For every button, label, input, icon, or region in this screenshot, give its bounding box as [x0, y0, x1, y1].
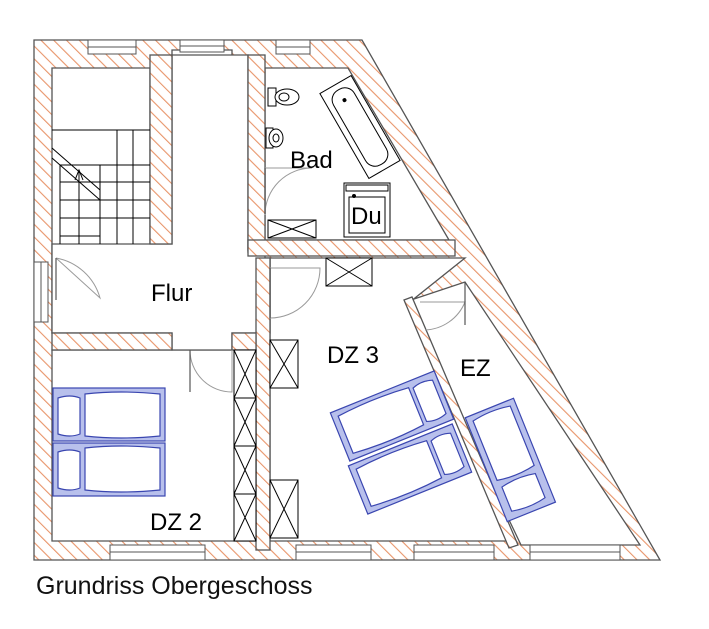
bed-ez — [464, 397, 557, 523]
door-leaves — [55, 168, 466, 392]
sink-icon — [265, 127, 284, 149]
plan-caption: Grundriss Obergeschoss — [36, 572, 313, 600]
staircase — [51, 129, 150, 244]
wardrobe-dz2 — [233, 349, 257, 542]
wardrobes — [233, 257, 373, 542]
cabinet-icon — [267, 219, 317, 239]
wall-dz2-top-right — [231, 332, 257, 351]
room-label-ez: EZ — [460, 355, 491, 382]
room-label-bad: Bad — [290, 147, 333, 174]
wall-dz3-ez-divider — [403, 296, 519, 549]
bed-dz2-upper — [52, 387, 166, 442]
room-label-dz3: DZ 3 — [327, 342, 379, 369]
wardrobe-dz3-top — [325, 257, 373, 287]
wall-core-left — [149, 54, 173, 245]
bathtub-icon — [319, 74, 401, 180]
wall-bath-bottom — [247, 239, 456, 257]
bed-dz2-lower — [52, 442, 166, 497]
wall-dz2-top — [51, 332, 173, 351]
bed-dz3-upper — [329, 370, 455, 462]
room-label-flur: Flur — [151, 280, 192, 307]
wall-dz3-left — [255, 257, 271, 551]
bed-dz3-lower — [347, 423, 473, 515]
room-label-dz2: DZ 2 — [150, 509, 202, 536]
wardrobe-dz3-left-lower — [269, 479, 299, 539]
beds — [52, 370, 557, 523]
windows — [33, 39, 621, 561]
wardrobe-dz3-left-upper — [269, 339, 299, 389]
wall-bath-corridor — [247, 54, 266, 253]
toilet-icon — [267, 87, 300, 107]
bathroom-fixtures — [265, 74, 401, 239]
room-label-du: Du — [351, 203, 382, 230]
shower-icon — [343, 182, 391, 238]
